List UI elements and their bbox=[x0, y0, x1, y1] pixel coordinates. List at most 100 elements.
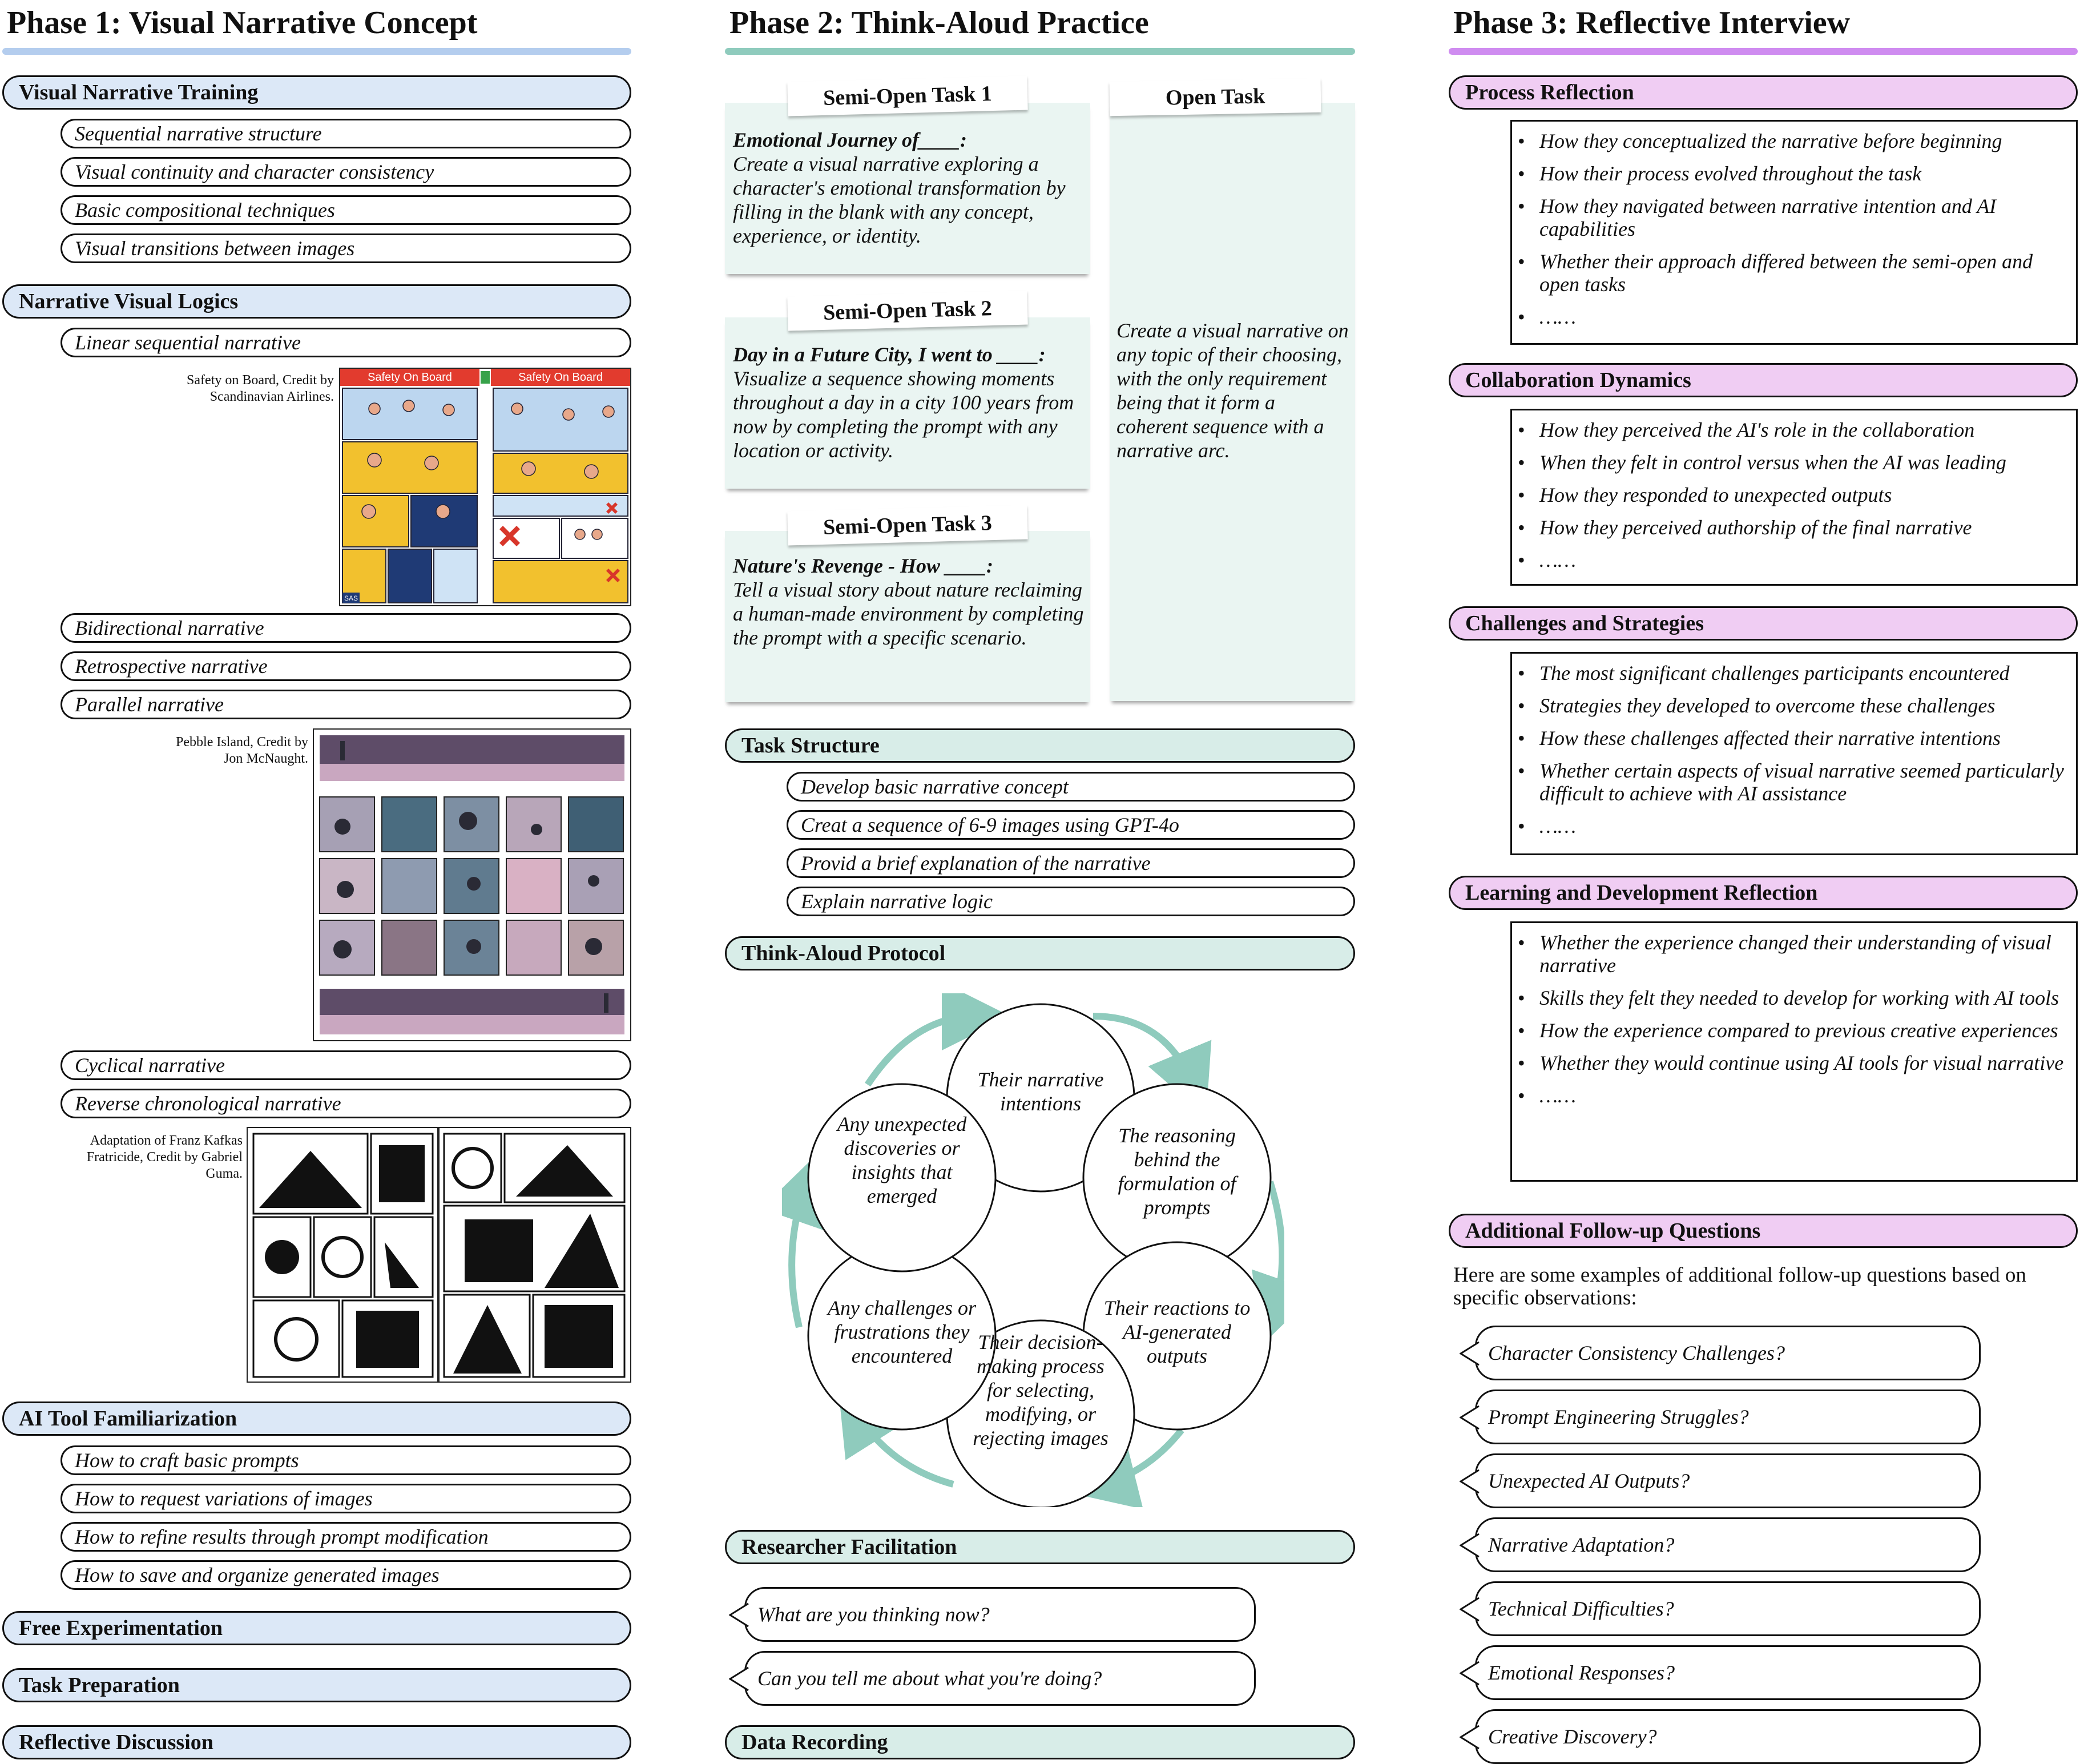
question-item: Skills they felt they needed to develop … bbox=[1518, 986, 2065, 1009]
follow-up-text: Technical Difficulties? bbox=[1488, 1597, 1674, 1620]
semi-open-task-1-head: Semi-Open Task 1 bbox=[787, 75, 1028, 116]
facilitation-bubble: What are you thinking now? bbox=[729, 1587, 1256, 1642]
follow-up-bubble: Character Consistency Challenges? bbox=[1460, 1326, 1981, 1380]
section-collaboration-dynamics[interactable]: Collaboration Dynamics bbox=[1449, 363, 2078, 397]
section-process-reflection[interactable]: Process Reflection bbox=[1449, 75, 2078, 110]
pebble-caption: Pebble Island, Credit by Jon McNaught. bbox=[176, 735, 308, 766]
collaboration-questions: How they perceived the AI's role in the … bbox=[1510, 409, 2078, 586]
question-item: Strategies they developed to overcome th… bbox=[1518, 694, 2065, 717]
follow-up-bubble: Prompt Engineering Struggles? bbox=[1460, 1390, 1981, 1444]
open-task-body: Create a visual narrative on any topic o… bbox=[1116, 319, 1349, 462]
cycle-text-intentions: Their narrative intentions bbox=[977, 1068, 1104, 1115]
section-learning-development[interactable]: Learning and Development Reflection bbox=[1449, 876, 2078, 910]
question-item: …… bbox=[1518, 1084, 2065, 1107]
section-narrative-visual-logics[interactable]: Narrative Visual Logics bbox=[2, 284, 631, 319]
task3-text: Tell a visual story about nature reclaim… bbox=[733, 578, 1084, 649]
semi-open-task-1 bbox=[725, 103, 1090, 274]
follow-up-text: Unexpected AI Outputs? bbox=[1488, 1469, 1690, 1492]
phase3-title: Phase 3: Reflective Interview bbox=[1453, 5, 1851, 41]
follow-up-bubble: Creative Discovery? bbox=[1460, 1709, 1981, 1764]
semi-open-task-1-body: Emotional Journey of____:Create a visual… bbox=[733, 128, 1087, 248]
follow-up-text: Creative Discovery? bbox=[1488, 1725, 1657, 1748]
section-visual-narrative-training[interactable]: Visual Narrative Training bbox=[2, 75, 631, 110]
phase2-title: Phase 2: Think-Aloud Practice bbox=[729, 5, 1149, 41]
facilitation-bubble: Can you tell me about what you're doing? bbox=[729, 1651, 1256, 1706]
question-item: The most significant challenges particip… bbox=[1518, 662, 2065, 684]
learning-questions: Whether the experience changed their und… bbox=[1510, 921, 2078, 1182]
task2-text: Visualize a sequence showing moments thr… bbox=[733, 367, 1074, 462]
challenges-questions: The most significant challenges particip… bbox=[1510, 652, 2078, 855]
cycle-text-decision: Their decision-making process for select… bbox=[973, 1331, 1108, 1449]
question-item: Whether the experience changed their und… bbox=[1518, 931, 2065, 977]
think-aloud-cycle bbox=[782, 993, 1284, 1507]
question-item: How the experience compared to previous … bbox=[1518, 1019, 2065, 1042]
safety-on-board-image: Safety On Board Safety On Board bbox=[339, 368, 631, 606]
question-item: How they perceived the AI's role in the … bbox=[1518, 418, 2065, 441]
section-reflective-discussion[interactable]: Reflective Discussion bbox=[2, 1725, 631, 1759]
tool-item: How to request variations of images bbox=[61, 1484, 631, 1513]
training-item: Visual transitions between images bbox=[61, 233, 631, 263]
follow-up-bubble: Unexpected AI Outputs? bbox=[1460, 1453, 1981, 1508]
semi-open-task-2-head: Semi-Open Task 2 bbox=[787, 290, 1028, 331]
facilitation-bubble-text: Can you tell me about what you're doing? bbox=[757, 1667, 1102, 1690]
section-challenges-strategies[interactable]: Challenges and Strategies bbox=[1449, 606, 2078, 641]
open-task-head: Open Task bbox=[1109, 78, 1321, 116]
logic-item: Parallel narrative bbox=[61, 690, 631, 719]
follow-up-text: Emotional Responses? bbox=[1488, 1661, 1675, 1684]
question-item: How they responded to unexpected outputs bbox=[1518, 484, 2065, 506]
training-item: Sequential narrative structure bbox=[61, 119, 631, 148]
section-task-structure[interactable]: Task Structure bbox=[725, 728, 1355, 763]
cycle-circle bbox=[807, 1083, 997, 1272]
structure-item: Creat a sequence of 6-9 images using GPT… bbox=[787, 810, 1355, 840]
question-item: How their process evolved throughout the… bbox=[1518, 162, 2065, 185]
pebble-island-image bbox=[313, 728, 631, 1041]
sas-badge: SAS bbox=[344, 594, 358, 602]
section-free-experimentation[interactable]: Free Experimentation bbox=[2, 1611, 631, 1645]
tool-item: How to save and organize generated image… bbox=[61, 1560, 631, 1590]
question-item: How they perceived authorship of the fin… bbox=[1518, 516, 2065, 539]
follow-up-bubble: Narrative Adaptation? bbox=[1460, 1517, 1981, 1572]
logic-item: Linear sequential narrative bbox=[61, 328, 631, 357]
logic-item: Cyclical narrative bbox=[61, 1050, 631, 1080]
tool-item: How to refine results through prompt mod… bbox=[61, 1522, 631, 1552]
phase1-title: Phase 1: Visual Narrative Concept bbox=[7, 5, 478, 41]
section-data-recording[interactable]: Data Recording bbox=[725, 1725, 1355, 1759]
task2-prompt: Day in a Future City, I went to ____: bbox=[733, 343, 1046, 366]
cycle-text-reasoning: The reasoning behind the formulation of … bbox=[1118, 1124, 1236, 1219]
question-item: Whether their approach differed between … bbox=[1518, 250, 2065, 296]
logic-item: Retrospective narrative bbox=[61, 651, 631, 681]
semi-open-task-2-body: Day in a Future City, I went to ____:Vis… bbox=[733, 343, 1087, 462]
logic-item: Bidirectional narrative bbox=[61, 613, 631, 643]
safety-header-left: Safety On Board bbox=[368, 371, 452, 384]
kafka-fratricide-image bbox=[247, 1127, 631, 1383]
semi-open-task-3 bbox=[725, 531, 1090, 702]
task1-prompt: Emotional Journey of____: bbox=[733, 128, 968, 151]
question-item: How they conceptualized the narrative be… bbox=[1518, 130, 2065, 152]
follow-up-text: Narrative Adaptation? bbox=[1488, 1533, 1675, 1556]
section-follow-up-questions[interactable]: Additional Follow-up Questions bbox=[1449, 1214, 2078, 1248]
question-item: How they navigated between narrative int… bbox=[1518, 195, 2065, 240]
process-reflection-questions: How they conceptualized the narrative be… bbox=[1510, 120, 2078, 345]
section-task-preparation[interactable]: Task Preparation bbox=[2, 1668, 631, 1702]
follow-up-intro: Here are some examples of additional fol… bbox=[1453, 1263, 2026, 1310]
kafka-caption: Adaptation of Franz Kafkas Fratricide, C… bbox=[86, 1133, 243, 1181]
question-item: …… bbox=[1518, 549, 2065, 571]
logic-item: Reverse chronological narrative bbox=[61, 1089, 631, 1118]
follow-up-bubble: Emotional Responses? bbox=[1460, 1645, 1981, 1700]
training-item: Basic compositional techniques bbox=[61, 195, 631, 225]
follow-up-bubble: Technical Difficulties? bbox=[1460, 1581, 1981, 1636]
question-item: …… bbox=[1518, 815, 2065, 837]
section-ai-tool-familiarization[interactable]: AI Tool Familiarization bbox=[2, 1401, 631, 1436]
question-item: Whether they would continue using AI too… bbox=[1518, 1052, 2065, 1074]
training-item: Visual continuity and character consiste… bbox=[61, 157, 631, 187]
structure-item: Provid a brief explanation of the narrat… bbox=[787, 848, 1355, 878]
question-item: Whether certain aspects of visual narrat… bbox=[1518, 759, 2065, 805]
phase1-rule bbox=[2, 48, 631, 55]
question-item: How these challenges affected their narr… bbox=[1518, 727, 2065, 750]
structure-item: Explain narrative logic bbox=[787, 887, 1355, 916]
semi-open-task-2 bbox=[725, 317, 1090, 489]
section-think-aloud-protocol[interactable]: Think-Aloud Protocol bbox=[725, 936, 1355, 970]
section-researcher-facilitation[interactable]: Researcher Facilitation bbox=[725, 1530, 1355, 1564]
facilitation-bubble-text: What are you thinking now? bbox=[757, 1603, 990, 1626]
phase3-rule bbox=[1449, 48, 2078, 55]
